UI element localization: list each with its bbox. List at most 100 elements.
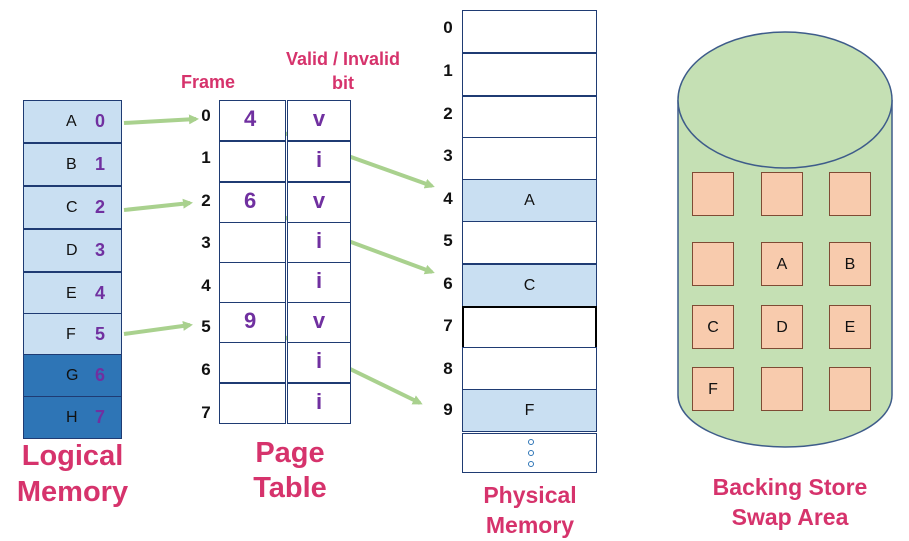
page-letter: B xyxy=(66,156,77,173)
page-number: 0 xyxy=(95,111,106,131)
logical-memory-cell: E 4 xyxy=(23,272,122,315)
physical-memory-title: Physical Memory xyxy=(455,480,605,540)
physical-frame-index: 1 xyxy=(443,61,453,80)
valid-invalid-header-line1: Valid / Invalid xyxy=(285,49,401,69)
swap-slot: E xyxy=(829,305,871,349)
ellipsis-dot xyxy=(528,439,534,445)
physical-memory-continuation xyxy=(462,433,597,473)
logical-memory-cell: A 0 xyxy=(23,100,122,143)
page-table-index: 7 xyxy=(201,403,211,422)
page-table-frame-cell: 6 xyxy=(219,182,286,223)
page-number: 7 xyxy=(95,407,106,427)
page-table-valid-cell: i xyxy=(287,342,351,383)
page-table-title-line1: Page xyxy=(255,437,325,469)
page-letter: D xyxy=(66,242,78,259)
swap-slot xyxy=(829,367,871,411)
page-table-frame-cell: 4 xyxy=(219,100,286,141)
logical-memory-title-line1: Logical xyxy=(21,440,124,472)
page-number: 3 xyxy=(95,240,106,260)
swap-slot-label: A xyxy=(776,256,788,273)
page-number: 2 xyxy=(95,197,106,217)
swap-slot-label: F xyxy=(708,381,718,398)
swap-slot xyxy=(761,172,803,216)
frame-header: Frame xyxy=(180,72,236,92)
physical-frame-index: 5 xyxy=(443,231,453,250)
page-table-valid-cell: i xyxy=(287,141,351,182)
physical-frame-index: 3 xyxy=(443,146,453,165)
page-table-frame-cell xyxy=(219,262,286,303)
ellipsis-dot xyxy=(528,450,534,456)
backing-store-title-line1: Backing Store xyxy=(712,474,868,500)
page-table-index: 0 xyxy=(201,106,211,125)
page-letter: H xyxy=(66,409,78,426)
page-table-index: 3 xyxy=(201,233,211,252)
valid-bit: i xyxy=(315,228,323,253)
page-table-valid-cell: v xyxy=(287,100,351,141)
page-table-index: 2 xyxy=(201,191,211,210)
page-table-valid-cell: v xyxy=(287,302,351,343)
page-number: 6 xyxy=(95,365,106,385)
arrow-page5-to-table xyxy=(123,320,193,336)
page-table-valid-cell: v xyxy=(287,182,351,223)
swap-slot-label: D xyxy=(776,319,788,336)
valid-bit: i xyxy=(315,389,323,414)
physical-frame-index: 7 xyxy=(443,316,453,335)
page-letter: C xyxy=(66,199,78,216)
page-table-title-line2: Table xyxy=(253,472,327,504)
frame-content: C xyxy=(523,277,536,294)
logical-memory-cell: C 2 xyxy=(23,186,122,229)
logical-memory-cell: G 6 xyxy=(23,354,122,397)
valid-bit: i xyxy=(315,268,323,293)
valid-bit: v xyxy=(312,308,326,333)
page-table-valid-cell: i xyxy=(287,383,351,424)
logical-memory-cell: B 1 xyxy=(23,143,122,186)
valid-bit: v xyxy=(312,106,326,131)
frame-content: A xyxy=(524,192,535,209)
valid-bit: i xyxy=(315,348,323,373)
page-table-frame-cell xyxy=(219,342,286,383)
physical-frame xyxy=(462,306,597,349)
page-table-index: 5 xyxy=(201,317,211,336)
page-table-index: 4 xyxy=(201,276,211,295)
page-table-title: Page Table xyxy=(220,436,360,506)
swap-slot xyxy=(692,172,734,216)
valid-invalid-header-line2: bit xyxy=(332,73,354,93)
page-table-frame-cell xyxy=(219,222,286,263)
swap-slot: D xyxy=(761,305,803,349)
swap-slot: F xyxy=(692,367,734,411)
ellipsis-dot xyxy=(528,461,534,467)
page-table-frame-cell xyxy=(219,141,286,182)
page-number: 1 xyxy=(95,154,106,174)
physical-frame-index: 6 xyxy=(443,274,453,293)
swap-slot: C xyxy=(692,305,734,349)
physical-memory-title-line2: Memory xyxy=(485,512,575,538)
page-table-valid-cell: i xyxy=(287,222,351,263)
swap-slot-label: C xyxy=(707,319,719,336)
physical-frame: F xyxy=(462,389,597,432)
page-table-index: 1 xyxy=(201,148,211,167)
physical-frame: A xyxy=(462,179,597,222)
valid-invalid-header: Valid / Invalid bit xyxy=(268,47,418,95)
frame-number: 4 xyxy=(244,106,257,131)
physical-frame-index: 9 xyxy=(443,400,453,419)
logical-memory-title: Logical Memory xyxy=(5,438,140,510)
valid-bit: i xyxy=(315,147,323,172)
swap-slot: B xyxy=(829,242,871,286)
physical-frame-index: 4 xyxy=(443,189,453,208)
physical-frame xyxy=(462,53,597,96)
physical-frame xyxy=(462,347,597,390)
page-table-index: 6 xyxy=(201,360,211,379)
physical-frame xyxy=(462,137,597,180)
swap-slot xyxy=(829,172,871,216)
valid-bit: v xyxy=(312,188,326,213)
page-table-frame-cell xyxy=(219,383,286,424)
logical-memory-cell: D 3 xyxy=(23,229,122,272)
page-number: 4 xyxy=(95,283,106,303)
physical-memory-title-line1: Physical xyxy=(483,482,577,508)
physical-frame-index: 2 xyxy=(443,104,453,123)
frame-content: F xyxy=(524,402,535,419)
swap-slot xyxy=(761,367,803,411)
page-letter: F xyxy=(66,326,76,343)
frame-number: 9 xyxy=(244,308,257,333)
page-letter: E xyxy=(66,285,77,302)
